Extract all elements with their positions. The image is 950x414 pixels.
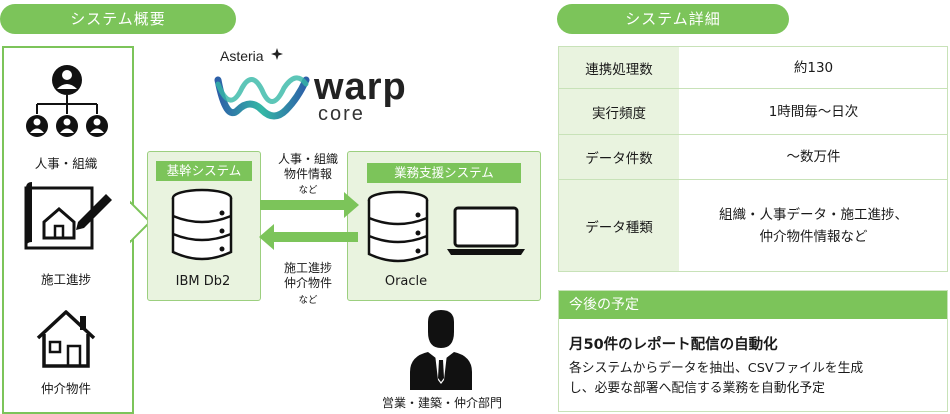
flow-left-line1: 施工進捗	[283, 261, 332, 275]
row-divider	[559, 179, 947, 180]
plan-body-line: し、必要な部署へ配信する業務を自動化予定	[569, 381, 825, 396]
org-chart-icon	[26, 65, 108, 137]
detail-row: データ件数 〜数万件	[559, 135, 947, 179]
arrow-left-icon	[259, 224, 358, 250]
left-label-construction: 施工進捗	[40, 272, 91, 287]
blueprint-icon	[24, 182, 112, 250]
users-label: 営業・建築・仲介部門	[381, 396, 502, 410]
detail-value: 1時間毎〜日次	[768, 103, 859, 120]
flow-right-note: など	[298, 185, 318, 196]
detail-value-line: 組織・人事データ・施工進捗、	[719, 206, 908, 223]
left-label-hr: 人事・組織	[34, 156, 98, 171]
database-icon	[171, 188, 233, 261]
product-name: warp	[314, 66, 407, 108]
flow-right-line1: 人事・組織	[277, 152, 338, 166]
detail-key: 連携処理数	[559, 47, 679, 88]
brand-name: Asteria	[220, 48, 264, 64]
businessman-icon	[410, 310, 472, 390]
plan-header: 今後の予定	[559, 291, 947, 319]
flow-left-note: など	[298, 295, 318, 306]
detail-row: データ種類 組織・人事データ・施工進捗、 仲介物件情報など	[559, 180, 947, 271]
core-system-title: 基幹システム	[156, 161, 252, 181]
plan-title: 月50件のレポート配信の自動化	[569, 337, 778, 353]
left-label-brokerage: 仲介物件	[40, 381, 91, 396]
detail-key: データ件数	[559, 135, 679, 179]
flow-left-line2: 仲介物件	[283, 276, 332, 290]
sparkle-icon	[271, 48, 283, 60]
detail-key: データ種類	[559, 180, 679, 271]
row-divider	[559, 88, 947, 89]
plan-card: 今後の予定 月50件のレポート配信の自動化 各システムからデータを抽出、CSVフ…	[558, 290, 948, 412]
detail-value-line: 仲介物件情報など	[759, 228, 868, 245]
detail-row: 実行頻度 1時間毎〜日次	[559, 89, 947, 134]
business-system-title: 業務支援システム	[367, 163, 521, 183]
warp-logo-icon	[214, 75, 310, 120]
core-db-label: IBM Db2	[175, 274, 231, 289]
flow-right-line2: 物件情報	[283, 167, 332, 181]
detail-title: システム詳細	[557, 4, 789, 34]
plan-body: 各システムからデータを抽出、CSVファイルを生成 し、必要な部署へ配信する業務を…	[569, 359, 939, 399]
row-divider	[559, 134, 947, 135]
detail-row: 連携処理数 約130	[559, 47, 947, 88]
business-db-label: Oracle	[384, 274, 428, 289]
plan-body-line: 各システムからデータを抽出、CSVファイルを生成	[569, 361, 864, 376]
laptop-icon	[447, 206, 525, 255]
database-icon	[367, 190, 429, 263]
product-edition: core	[318, 103, 365, 125]
overview-title: システム概要	[0, 4, 236, 34]
detail-key: 実行頻度	[559, 89, 679, 134]
detail-value: 組織・人事データ・施工進捗、 仲介物件情報など	[680, 180, 947, 271]
detail-value: 〜数万件	[786, 149, 841, 165]
panel-pointer	[130, 200, 152, 244]
detail-table: 連携処理数 約130 実行頻度 1時間毎〜日次 データ件数 〜数万件 データ種類…	[558, 46, 948, 272]
arrow-right-icon	[260, 192, 359, 218]
house-icon	[36, 310, 96, 368]
detail-value: 約130	[793, 59, 834, 76]
